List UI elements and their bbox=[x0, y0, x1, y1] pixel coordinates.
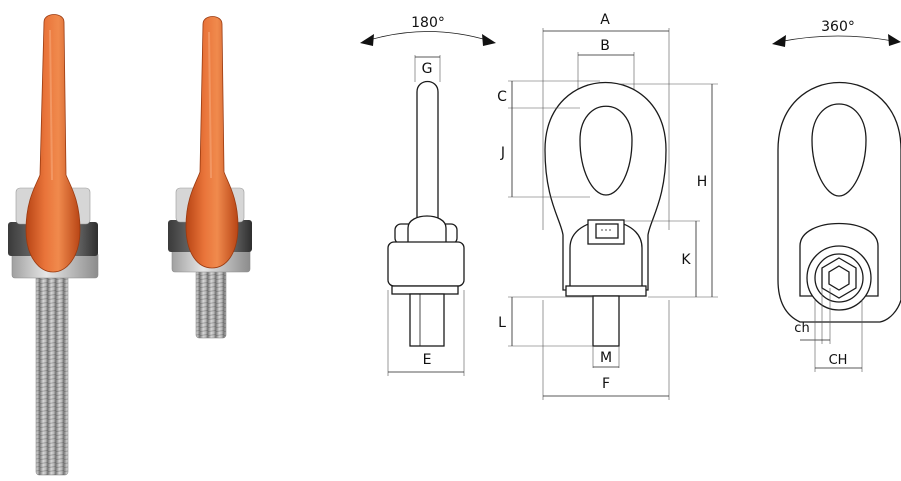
short-thread bbox=[195, 269, 227, 339]
rotation-label-180: 180° bbox=[411, 15, 445, 31]
front-view-drawing: A B C J H K bbox=[497, 12, 718, 400]
dim-label-F: F bbox=[602, 376, 610, 392]
dim-label-H: H bbox=[697, 174, 708, 190]
dim-label-E: E bbox=[423, 352, 432, 368]
side-view-drawing: 180° G E bbox=[360, 15, 496, 376]
dim-label-K: K bbox=[681, 252, 691, 268]
dim-label-CH: CH bbox=[829, 353, 848, 368]
dim-label-G: G bbox=[422, 61, 433, 77]
dim-label-J: J bbox=[500, 145, 505, 161]
rotation-arrow-180-icon bbox=[365, 31, 491, 42]
long-handle bbox=[25, 14, 81, 273]
dim-label-B: B bbox=[600, 38, 610, 54]
dim-label-A: A bbox=[600, 12, 610, 28]
rotation-label-360: 360° bbox=[821, 19, 855, 35]
dim-label-L: L bbox=[498, 315, 506, 331]
long-thread bbox=[35, 274, 69, 476]
short-handle bbox=[185, 16, 239, 269]
rotation-arrow-360-icon bbox=[777, 35, 899, 43]
back-view-drawing: 360° ch CH bbox=[772, 19, 901, 372]
photo-eye-bolt-long bbox=[8, 14, 99, 476]
dim-label-ch: ch bbox=[794, 321, 809, 336]
dim-label-M: M bbox=[600, 350, 612, 366]
photo-eye-bolt-short bbox=[168, 16, 252, 339]
dim-label-C: C bbox=[497, 89, 507, 105]
